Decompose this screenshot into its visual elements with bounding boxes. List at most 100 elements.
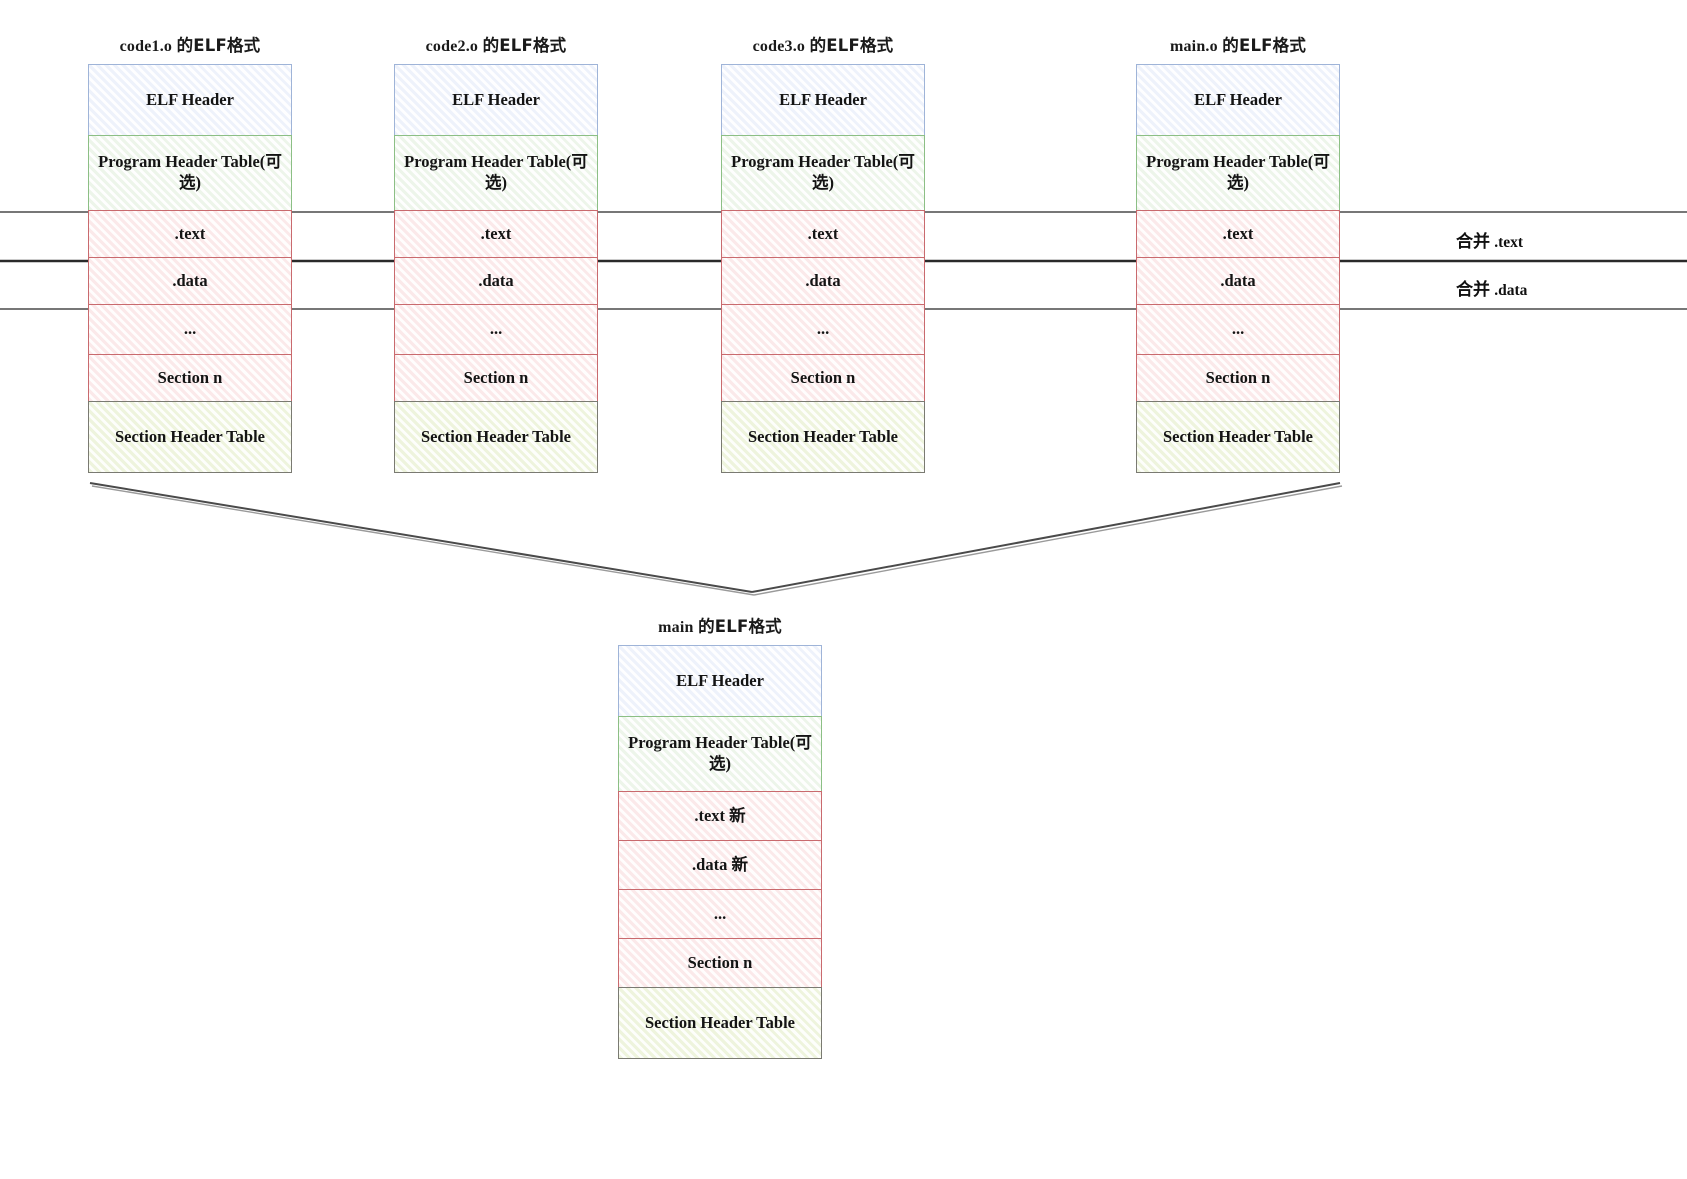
block-label: Section Header Table: [644, 1012, 796, 1032]
block-label: ...: [1231, 319, 1245, 339]
merge-label-data-en: .data: [1494, 282, 1528, 299]
block-label: Section Header Table: [114, 426, 266, 446]
column-filename-code1: code1.o: [119, 38, 173, 55]
block-section-n: Section n: [618, 938, 822, 988]
block-label: Program Header Table(可选): [404, 152, 588, 192]
block-label: .text 新: [694, 805, 746, 825]
column-filename-result: main: [658, 619, 694, 636]
block-section-header-table: Section Header Table: [618, 987, 822, 1059]
column-title-suffix: 的ELF格式: [698, 617, 782, 636]
block-label: ELF Header: [1194, 89, 1282, 109]
block-label: Section Header Table: [420, 426, 572, 446]
block-label: ELF Header: [779, 89, 867, 109]
column-title-code3: code3.o 的ELF格式: [753, 32, 894, 56]
block-label: .text: [480, 223, 512, 243]
block-label: Section n: [687, 952, 753, 972]
merge-label-text: 合并 .text: [1452, 226, 1528, 253]
block-label: ELF Header: [452, 89, 540, 109]
block-label: .text: [1222, 223, 1254, 243]
block-elf-header: ELF Header: [1136, 64, 1340, 136]
converge-line-right: [751, 482, 1341, 593]
column-filename-main-o: main.o: [1169, 38, 1218, 55]
block-label: .text: [807, 223, 839, 243]
merge-label-data-cn: 合并: [1456, 280, 1490, 300]
block-label: .text: [174, 223, 206, 243]
block-elf-header: ELF Header: [88, 64, 292, 136]
column-title-code2: code2.o 的ELF格式: [426, 32, 567, 56]
column-title-suffix: 的ELF格式: [1222, 36, 1307, 55]
merge-label-text-cn: 合并: [1456, 232, 1490, 252]
column-title-suffix: 的ELF格式: [809, 36, 894, 55]
block-label: .data: [1220, 270, 1256, 290]
block-section-n: Section n: [721, 354, 925, 402]
block-section-data: .data: [1136, 257, 1340, 305]
column-title-suffix: 的ELF格式: [482, 36, 567, 55]
block-label: Section Header Table: [1162, 426, 1314, 446]
block-section-ellipsis: ...: [88, 304, 292, 355]
elf-column-main-o: main.o 的ELF格式 ELF Header Program Header …: [1136, 36, 1340, 473]
block-label: ...: [816, 319, 830, 339]
block-section-header-table: Section Header Table: [1136, 401, 1340, 473]
block-label: .data 新: [692, 854, 748, 874]
column-title-code1: code1.o 的ELF格式: [120, 32, 261, 56]
elf-column-code3: code3.o 的ELF格式 ELF Header Program Header…: [721, 36, 925, 473]
block-label: Section n: [463, 367, 529, 387]
block-section-ellipsis: ...: [1136, 304, 1340, 355]
block-label: ...: [713, 903, 727, 923]
block-label: ELF Header: [146, 89, 234, 109]
block-label: Section Header Table: [747, 426, 899, 446]
block-label: ELF Header: [676, 670, 764, 690]
block-section-n: Section n: [1136, 354, 1340, 402]
block-section-data-new: .data 新: [618, 840, 822, 890]
block-section-ellipsis: ...: [394, 304, 598, 355]
block-label: ...: [489, 319, 503, 339]
column-title-result-main: main 的ELF格式: [658, 613, 782, 637]
column-title-suffix: 的ELF格式: [176, 36, 261, 55]
block-label: .data: [478, 270, 514, 290]
block-section-header-table: Section Header Table: [394, 401, 598, 473]
converge-line-right-shadow: [753, 485, 1343, 596]
block-label: Section n: [157, 367, 223, 387]
block-section-header-table: Section Header Table: [721, 401, 925, 473]
elf-column-code2: code2.o 的ELF格式 ELF Header Program Header…: [394, 36, 598, 473]
converge-line-left-shadow: [91, 485, 755, 596]
block-section-text: .text: [1136, 210, 1340, 258]
block-label: .data: [172, 270, 208, 290]
block-section-data: .data: [394, 257, 598, 305]
block-label: Section n: [790, 367, 856, 387]
block-program-header-table: Program Header Table(可选): [1136, 135, 1340, 211]
block-section-data: .data: [88, 257, 292, 305]
merge-label-text-en: .text: [1494, 234, 1524, 251]
block-elf-header: ELF Header: [618, 645, 822, 717]
block-label: Program Header Table(可选): [731, 152, 915, 192]
block-label: Program Header Table(可选): [628, 733, 812, 773]
block-section-text: .text: [88, 210, 292, 258]
block-label: Program Header Table(可选): [1146, 152, 1330, 192]
block-section-n: Section n: [394, 354, 598, 402]
block-label: Section n: [1205, 367, 1271, 387]
block-label: Program Header Table(可选): [98, 152, 282, 192]
converge-line-left: [89, 482, 753, 593]
elf-column-code1: code1.o 的ELF格式 ELF Header Program Header…: [88, 36, 292, 473]
column-title-main-o: main.o 的ELF格式: [1170, 32, 1306, 56]
block-elf-header: ELF Header: [721, 64, 925, 136]
block-program-header-table: Program Header Table(可选): [88, 135, 292, 211]
block-section-text-new: .text 新: [618, 791, 822, 841]
column-filename-code2: code2.o: [425, 38, 479, 55]
block-section-n: Section n: [88, 354, 292, 402]
block-elf-header: ELF Header: [394, 64, 598, 136]
block-section-header-table: Section Header Table: [88, 401, 292, 473]
merge-label-data: 合并 .data: [1452, 274, 1532, 301]
block-section-text: .text: [394, 210, 598, 258]
block-program-header-table: Program Header Table(可选): [618, 716, 822, 792]
block-program-header-table: Program Header Table(可选): [394, 135, 598, 211]
block-section-ellipsis: ...: [618, 889, 822, 939]
block-section-data: .data: [721, 257, 925, 305]
block-label: ...: [183, 319, 197, 339]
column-filename-code3: code3.o: [752, 38, 806, 55]
block-label: .data: [805, 270, 841, 290]
block-section-ellipsis: ...: [721, 304, 925, 355]
block-section-text: .text: [721, 210, 925, 258]
block-program-header-table: Program Header Table(可选): [721, 135, 925, 211]
